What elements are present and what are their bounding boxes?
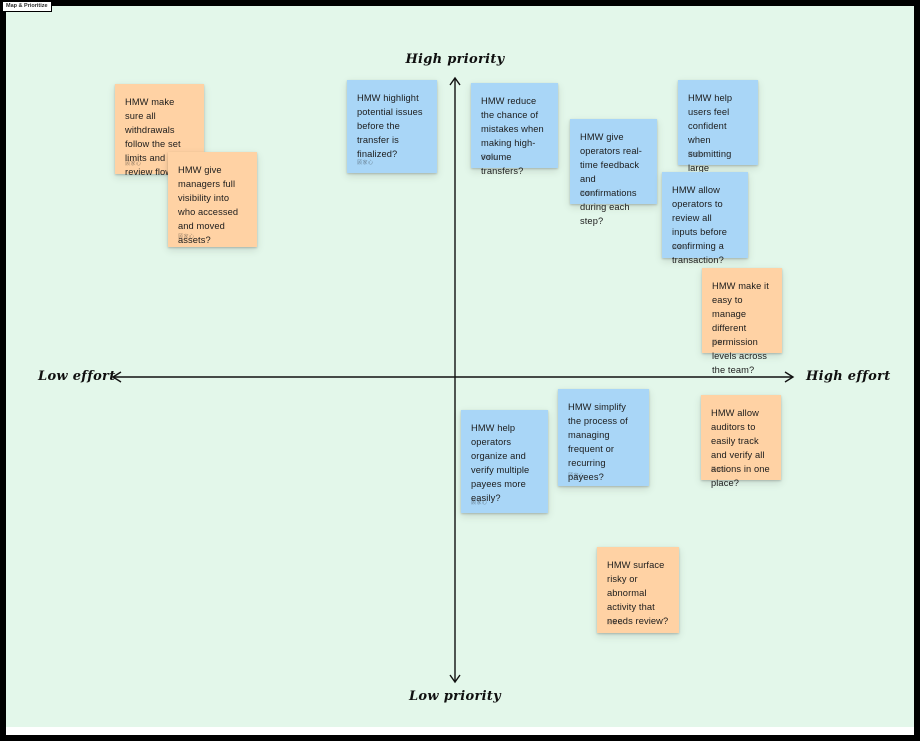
sticky-note-text: HMW give managers full visibility into w… — [178, 165, 239, 245]
sticky-note-text: HMW surface risky or abnormal activity t… — [607, 560, 669, 626]
sticky-note-author: 顾家心 — [125, 161, 142, 167]
sticky-note-text: HMW simplify the process of managing fre… — [568, 402, 628, 482]
sticky-note-author: 顾家心 — [481, 155, 498, 161]
sticky-note-author: 顾家心 — [568, 473, 585, 479]
sticky-note-text: HMW make sure all withdrawals follow the… — [125, 97, 183, 177]
sticky-note-text: HMW make it easy to manage different per… — [712, 281, 769, 375]
sticky-note-text: HMW highlight potential issues before th… — [357, 93, 423, 159]
arrowhead-up-icon — [449, 76, 461, 86]
sticky-note-text: HMW allow auditors to easily track and v… — [711, 408, 770, 488]
sticky-note-author: 顾家心 — [607, 620, 624, 626]
sticky-note[interactable]: HMW simplify the process of managing fre… — [558, 389, 649, 486]
sticky-note[interactable]: HMW give managers full visibility into w… — [168, 152, 257, 247]
sticky-note-author: 顾家心 — [672, 245, 689, 251]
sticky-note-text: HMW allow operators to review all inputs… — [672, 185, 728, 265]
sticky-note[interactable]: HMW give operators real-time feedback an… — [570, 119, 657, 226]
section-label-text: Map & Prioritize — [6, 3, 48, 9]
sticky-note[interactable]: HMW allow operators to review all inputs… — [662, 172, 748, 265]
sticky-note-text: HMW reduce the chance of mistakes when m… — [481, 96, 544, 176]
axis-label-low-priority[interactable]: Low priority — [408, 689, 502, 704]
axis-label-high-effort[interactable]: High effort — [806, 369, 891, 384]
sticky-note[interactable]: HMW surface risky or abnormal activity t… — [597, 547, 679, 633]
sticky-note-author: 顾家心 — [471, 500, 488, 506]
arrowhead-down-icon — [449, 674, 461, 684]
sticky-note-text: HMW give operators real-time feedback an… — [580, 132, 642, 226]
sticky-note[interactable]: HMW allow auditors to easily track and v… — [701, 395, 781, 488]
sticky-note[interactable]: HMW highlight potential issues before th… — [347, 80, 437, 173]
sticky-note[interactable]: HMW help operators organize and verify m… — [461, 410, 548, 513]
sticky-note[interactable]: HMW help users feel confident when submi… — [678, 80, 758, 187]
sticky-note-author: 顾家心 — [357, 160, 374, 166]
sticky-note-author: 顾家心 — [580, 191, 597, 197]
sticky-note-author: 顾家心 — [688, 152, 705, 158]
section-label-chip[interactable]: Map & Prioritize — [2, 1, 52, 12]
sticky-note-text: HMW help operators organize and verify m… — [471, 423, 530, 503]
arrowhead-left-icon — [111, 371, 122, 383]
sticky-note-author: 顾家心 — [712, 340, 729, 346]
sticky-note-author: 顾家心 — [178, 234, 195, 240]
sticky-note[interactable]: HMW reduce the chance of mistakes when m… — [471, 83, 558, 176]
arrowhead-right-icon — [784, 371, 795, 383]
sticky-note[interactable]: HMW make it easy to manage different per… — [702, 268, 782, 375]
axis-label-low-effort[interactable]: Low effort — [38, 369, 116, 384]
axis-label-high-priority[interactable]: High priority — [405, 52, 505, 67]
sticky-note-author: 顾家心 — [711, 467, 728, 473]
